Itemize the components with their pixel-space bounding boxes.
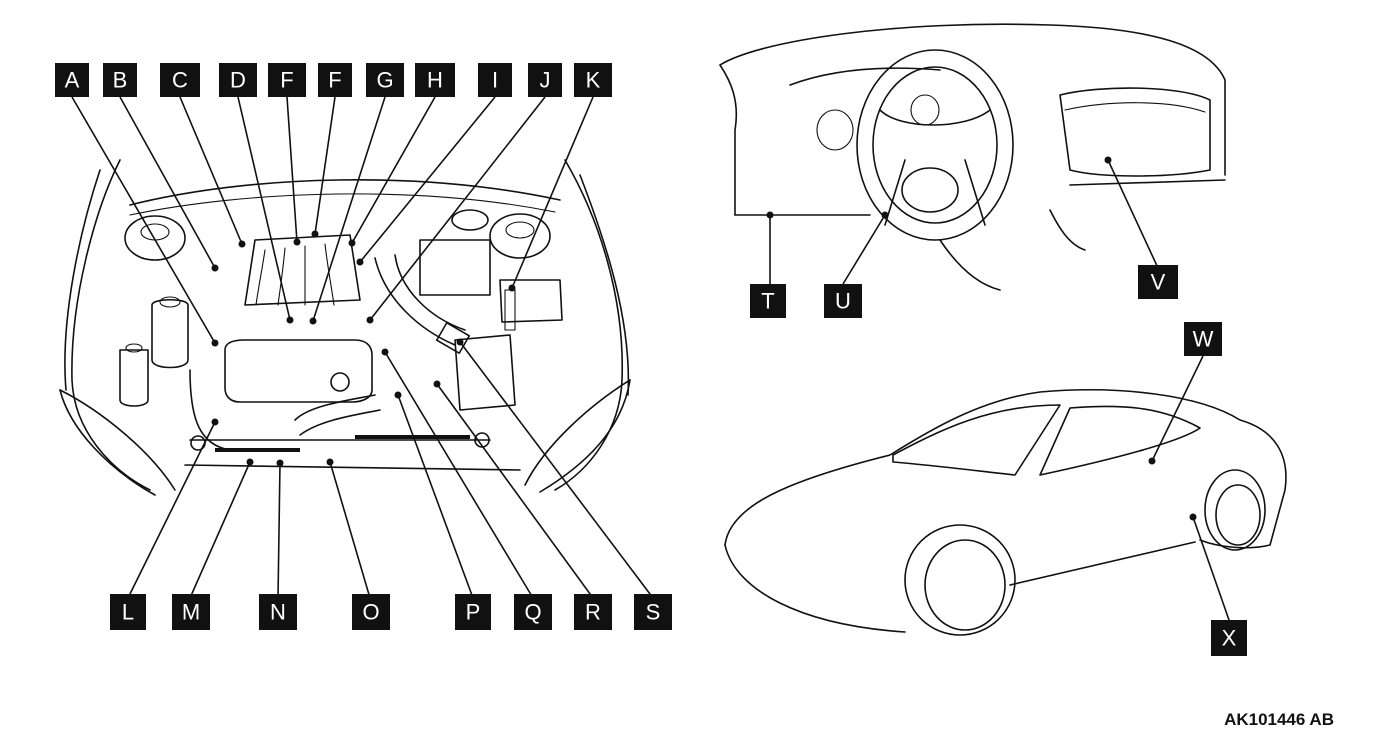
dashboard-illustration [719, 23, 1226, 291]
callout-r: R [574, 594, 612, 630]
callout-l-text: L [122, 600, 134, 625]
callout-g-text: G [376, 68, 393, 93]
callout-w-text: W [1193, 327, 1214, 352]
callout-q-text: Q [524, 600, 541, 625]
callout-x-text: X [1222, 626, 1237, 651]
callout-l: L [110, 594, 146, 630]
callout-x: X [1211, 620, 1247, 656]
callout-m: M [172, 594, 210, 630]
callout-b-text: B [113, 68, 128, 93]
leader-dots [211, 156, 1197, 521]
callout-d: D [219, 63, 257, 97]
callout-e-text: F [280, 68, 293, 93]
callout-w: W [1184, 322, 1222, 356]
callout-i-text: I [492, 68, 498, 93]
callout-c: C [160, 63, 200, 97]
figure-id-label: AK101446 AB [1224, 710, 1334, 729]
callout-i: I [478, 63, 512, 97]
callout-j: J [528, 63, 562, 97]
callout-o-text: O [362, 600, 379, 625]
callout-u-text: U [835, 289, 851, 314]
callout-s: S [634, 594, 672, 630]
callout-o: O [352, 594, 390, 630]
callout-g: G [366, 63, 404, 97]
callout-j-text: J [540, 68, 551, 93]
callout-n-text: N [270, 600, 286, 625]
callout-k-text: K [586, 68, 601, 93]
callout-d-text: D [230, 68, 246, 93]
callout-v: V [1138, 265, 1178, 299]
callout-f-text: F [328, 68, 341, 93]
callout-r-text: R [585, 600, 601, 625]
callout-t-text: T [761, 289, 774, 314]
leader-lines [71, 96, 1230, 621]
callout-s-text: S [646, 600, 661, 625]
callout-p-text: P [466, 600, 481, 625]
callout-m-text: M [182, 600, 200, 625]
callout-b: B [103, 63, 137, 97]
callout-k: K [574, 63, 612, 97]
callout-t: T [750, 284, 786, 318]
callout-e: F [268, 63, 306, 97]
callout-h-text: H [427, 68, 443, 93]
callout-a: A [55, 63, 89, 97]
callout-v-text: V [1151, 270, 1166, 295]
callout-f: F [318, 63, 352, 97]
callout-h: H [415, 63, 455, 97]
callout-p: P [455, 594, 491, 630]
callout-c-text: C [172, 68, 188, 93]
callout-n: N [259, 594, 297, 630]
vehicle-side-illustration [724, 389, 1287, 636]
callout-a-text: A [65, 68, 80, 93]
callout-u: U [824, 284, 862, 318]
callout-q: Q [514, 594, 552, 630]
